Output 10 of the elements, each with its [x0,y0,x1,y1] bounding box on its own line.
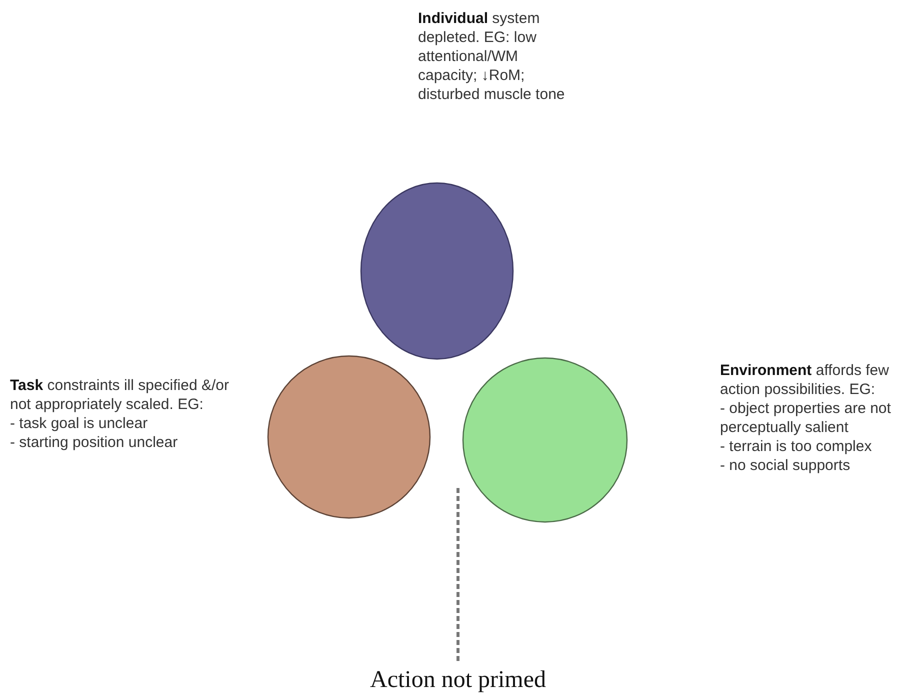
leader-line [456,488,460,664]
caption-text: Action not primed [369,666,547,695]
description-text: Individual system depleted. EG: low attentional/WM capacity; ↓RoM; disturbed muscle tone [418,9,566,104]
description-text: - no social supports [720,456,852,475]
description-text: - task goal is unclear [10,414,149,433]
description-text: - starting position unclear [10,433,179,452]
description-text: - terrain is too complex [720,437,873,456]
description-text: - object properties are not perceptually salient [720,399,892,437]
description-text: Task constraints ill specified &/or not appropriately scaled. EG: [10,376,230,414]
description-text: Environment affords few action possibilities. EG: [720,361,890,399]
